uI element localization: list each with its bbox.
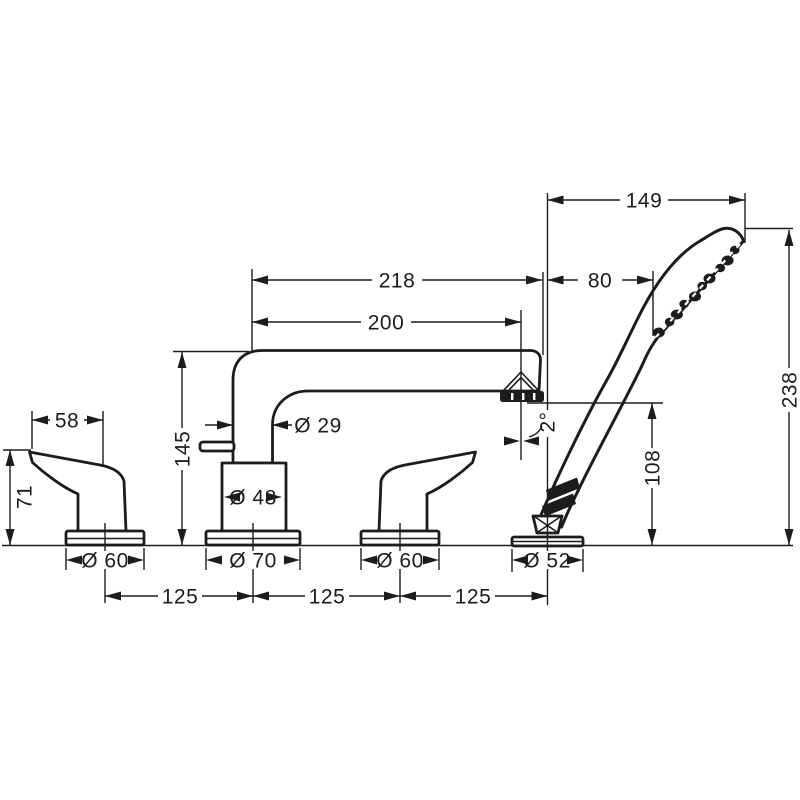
dim-label-dia70: Ø 70 [229, 550, 277, 573]
hose-band-2 [542, 493, 576, 517]
spray-nozzle-blob [721, 255, 734, 266]
dimension-arrowhead [729, 195, 745, 205]
hand-shower-body [534, 226, 745, 529]
dimension-arrowhead [647, 529, 657, 545]
dim-label-149: 149 [626, 190, 663, 213]
dim-label-80: 80 [588, 270, 612, 293]
dimension-arrowhead [253, 591, 269, 601]
spray-nozzle-blob [689, 291, 701, 302]
dimension-arrowhead [252, 317, 268, 327]
dimension-arrowhead [217, 420, 233, 430]
dimension-arrowhead [224, 492, 240, 502]
dimension-arrowhead [128, 555, 144, 565]
angle-leader [528, 425, 543, 438]
spout-arm [231, 349, 542, 465]
dim-label-145: 145 [172, 431, 195, 468]
dimension-arrowhead [272, 420, 288, 430]
left-handle [28, 450, 146, 547]
dimension-arrowhead [647, 403, 657, 419]
dim-label-dia52: Ø 52 [523, 550, 571, 573]
dimension-arrowhead [87, 415, 103, 425]
dimension-arrowhead [512, 555, 528, 565]
dimension-arrowhead [504, 436, 520, 446]
dimension-arrowhead [266, 492, 282, 502]
dim-label-angle-2deg: 2° [537, 411, 560, 432]
dimension-arrowhead [5, 450, 15, 466]
diverter-pin [198, 440, 236, 453]
dimension-arrowhead [567, 555, 583, 565]
dim-label-58: 58 [55, 410, 79, 433]
dimension-arrowhead [177, 529, 187, 545]
dimension-arrowhead [637, 275, 653, 285]
dim-label-125-mid: 125 [309, 586, 346, 609]
dim-label-108: 108 [642, 450, 665, 487]
dimension-arrowhead [523, 436, 539, 446]
dim-label-dia29: Ø 29 [294, 415, 342, 438]
dimension-arrowhead [784, 230, 794, 246]
right-handle [359, 450, 477, 547]
left-handle-lever [28, 450, 128, 533]
dimension-arrows [5, 195, 794, 601]
spray-nozzle-blob [652, 327, 665, 338]
dim-label-125-left: 125 [162, 586, 199, 609]
right-handle-lever [377, 450, 477, 533]
dim-label-dia60-left: Ø 60 [81, 550, 129, 573]
dimension-arrowhead [32, 415, 48, 425]
spout [198, 349, 544, 547]
dim-label-200: 200 [368, 312, 405, 335]
dimension-arrowhead [547, 275, 564, 285]
dimension-arrowhead [784, 529, 794, 545]
dimension-arrowhead [206, 555, 222, 565]
dimension-arrowhead [361, 555, 377, 565]
dimension-arrowhead [284, 555, 300, 565]
dimension-arrowhead [531, 591, 548, 601]
dimension-arrowhead [177, 352, 187, 368]
dim-label-218: 218 [379, 270, 416, 293]
dimension-arrowhead [526, 275, 542, 285]
dimension-labels: 149 218 80 200 58 Ø 29 Ø 48 Ø 70 Ø 60 Ø … [14, 190, 800, 609]
hose-band-1 [546, 477, 580, 501]
dimension-arrowhead [505, 317, 521, 327]
dim-label-dia48: Ø 48 [229, 487, 277, 510]
dimension-arrowhead [547, 195, 564, 205]
dim-label-238: 238 [779, 372, 800, 409]
dimension-arrowhead [252, 275, 268, 285]
dim-label-dia60-right: Ø 60 [376, 550, 424, 573]
dimension-arrowhead [423, 555, 439, 565]
hand-shower [510, 226, 745, 548]
dim-label-125-right: 125 [455, 586, 492, 609]
dim-label-71: 71 [14, 485, 37, 509]
dimension-arrowhead [66, 555, 82, 565]
dimension-arrowhead [237, 591, 253, 601]
dimension-arrowhead [5, 529, 15, 545]
dimension-arrowhead [400, 591, 416, 601]
dimension-arrowhead [105, 591, 121, 601]
dimension-arrowhead [384, 591, 400, 601]
